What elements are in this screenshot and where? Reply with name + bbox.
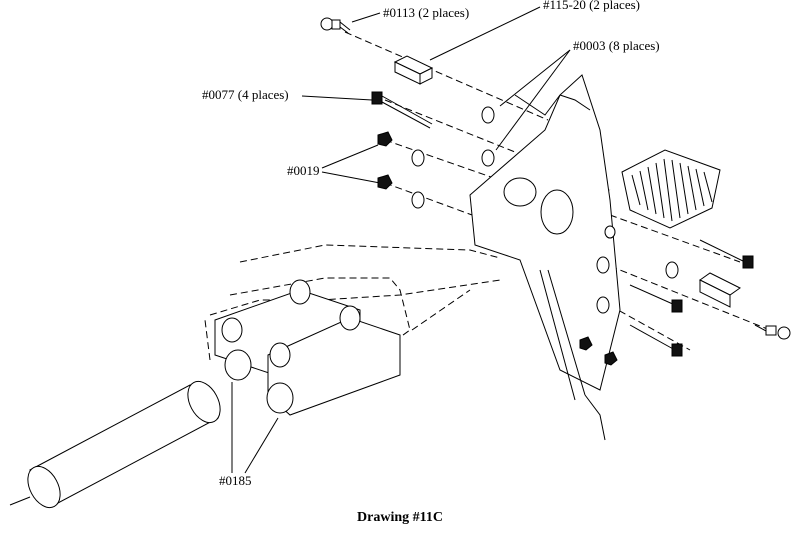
clamp-block-0185-front — [266, 305, 401, 416]
label-115-20: #115-20 (2 places) — [543, 0, 640, 12]
spacer-115-20 — [393, 55, 434, 85]
label-0185: #0185 — [219, 473, 252, 488]
label-0077: #0077 (4 places) — [202, 87, 289, 102]
nut-0019-upper — [377, 131, 393, 147]
tube — [9, 380, 221, 509]
bracket-plate — [469, 74, 621, 441]
nuts-0019-right — [579, 336, 618, 366]
pedal-tread — [621, 149, 721, 229]
ball-stud-0113-right — [754, 324, 791, 340]
bolts-right — [629, 239, 754, 357]
label-0003: #0003 (8 places) — [573, 38, 660, 53]
nut-0019-lower — [377, 174, 393, 190]
washers-0003 — [411, 106, 495, 209]
leader-lines — [231, 6, 571, 474]
bolt-0077 — [371, 91, 433, 129]
ball-stud-0113 — [320, 17, 351, 34]
drawing-caption: Drawing #11C — [357, 510, 443, 525]
label-0113: #0113 (2 places) — [383, 5, 469, 20]
label-0019: #0019 — [287, 163, 320, 178]
spacer-115-20-right — [699, 272, 741, 308]
washers-0003-right — [596, 225, 679, 314]
